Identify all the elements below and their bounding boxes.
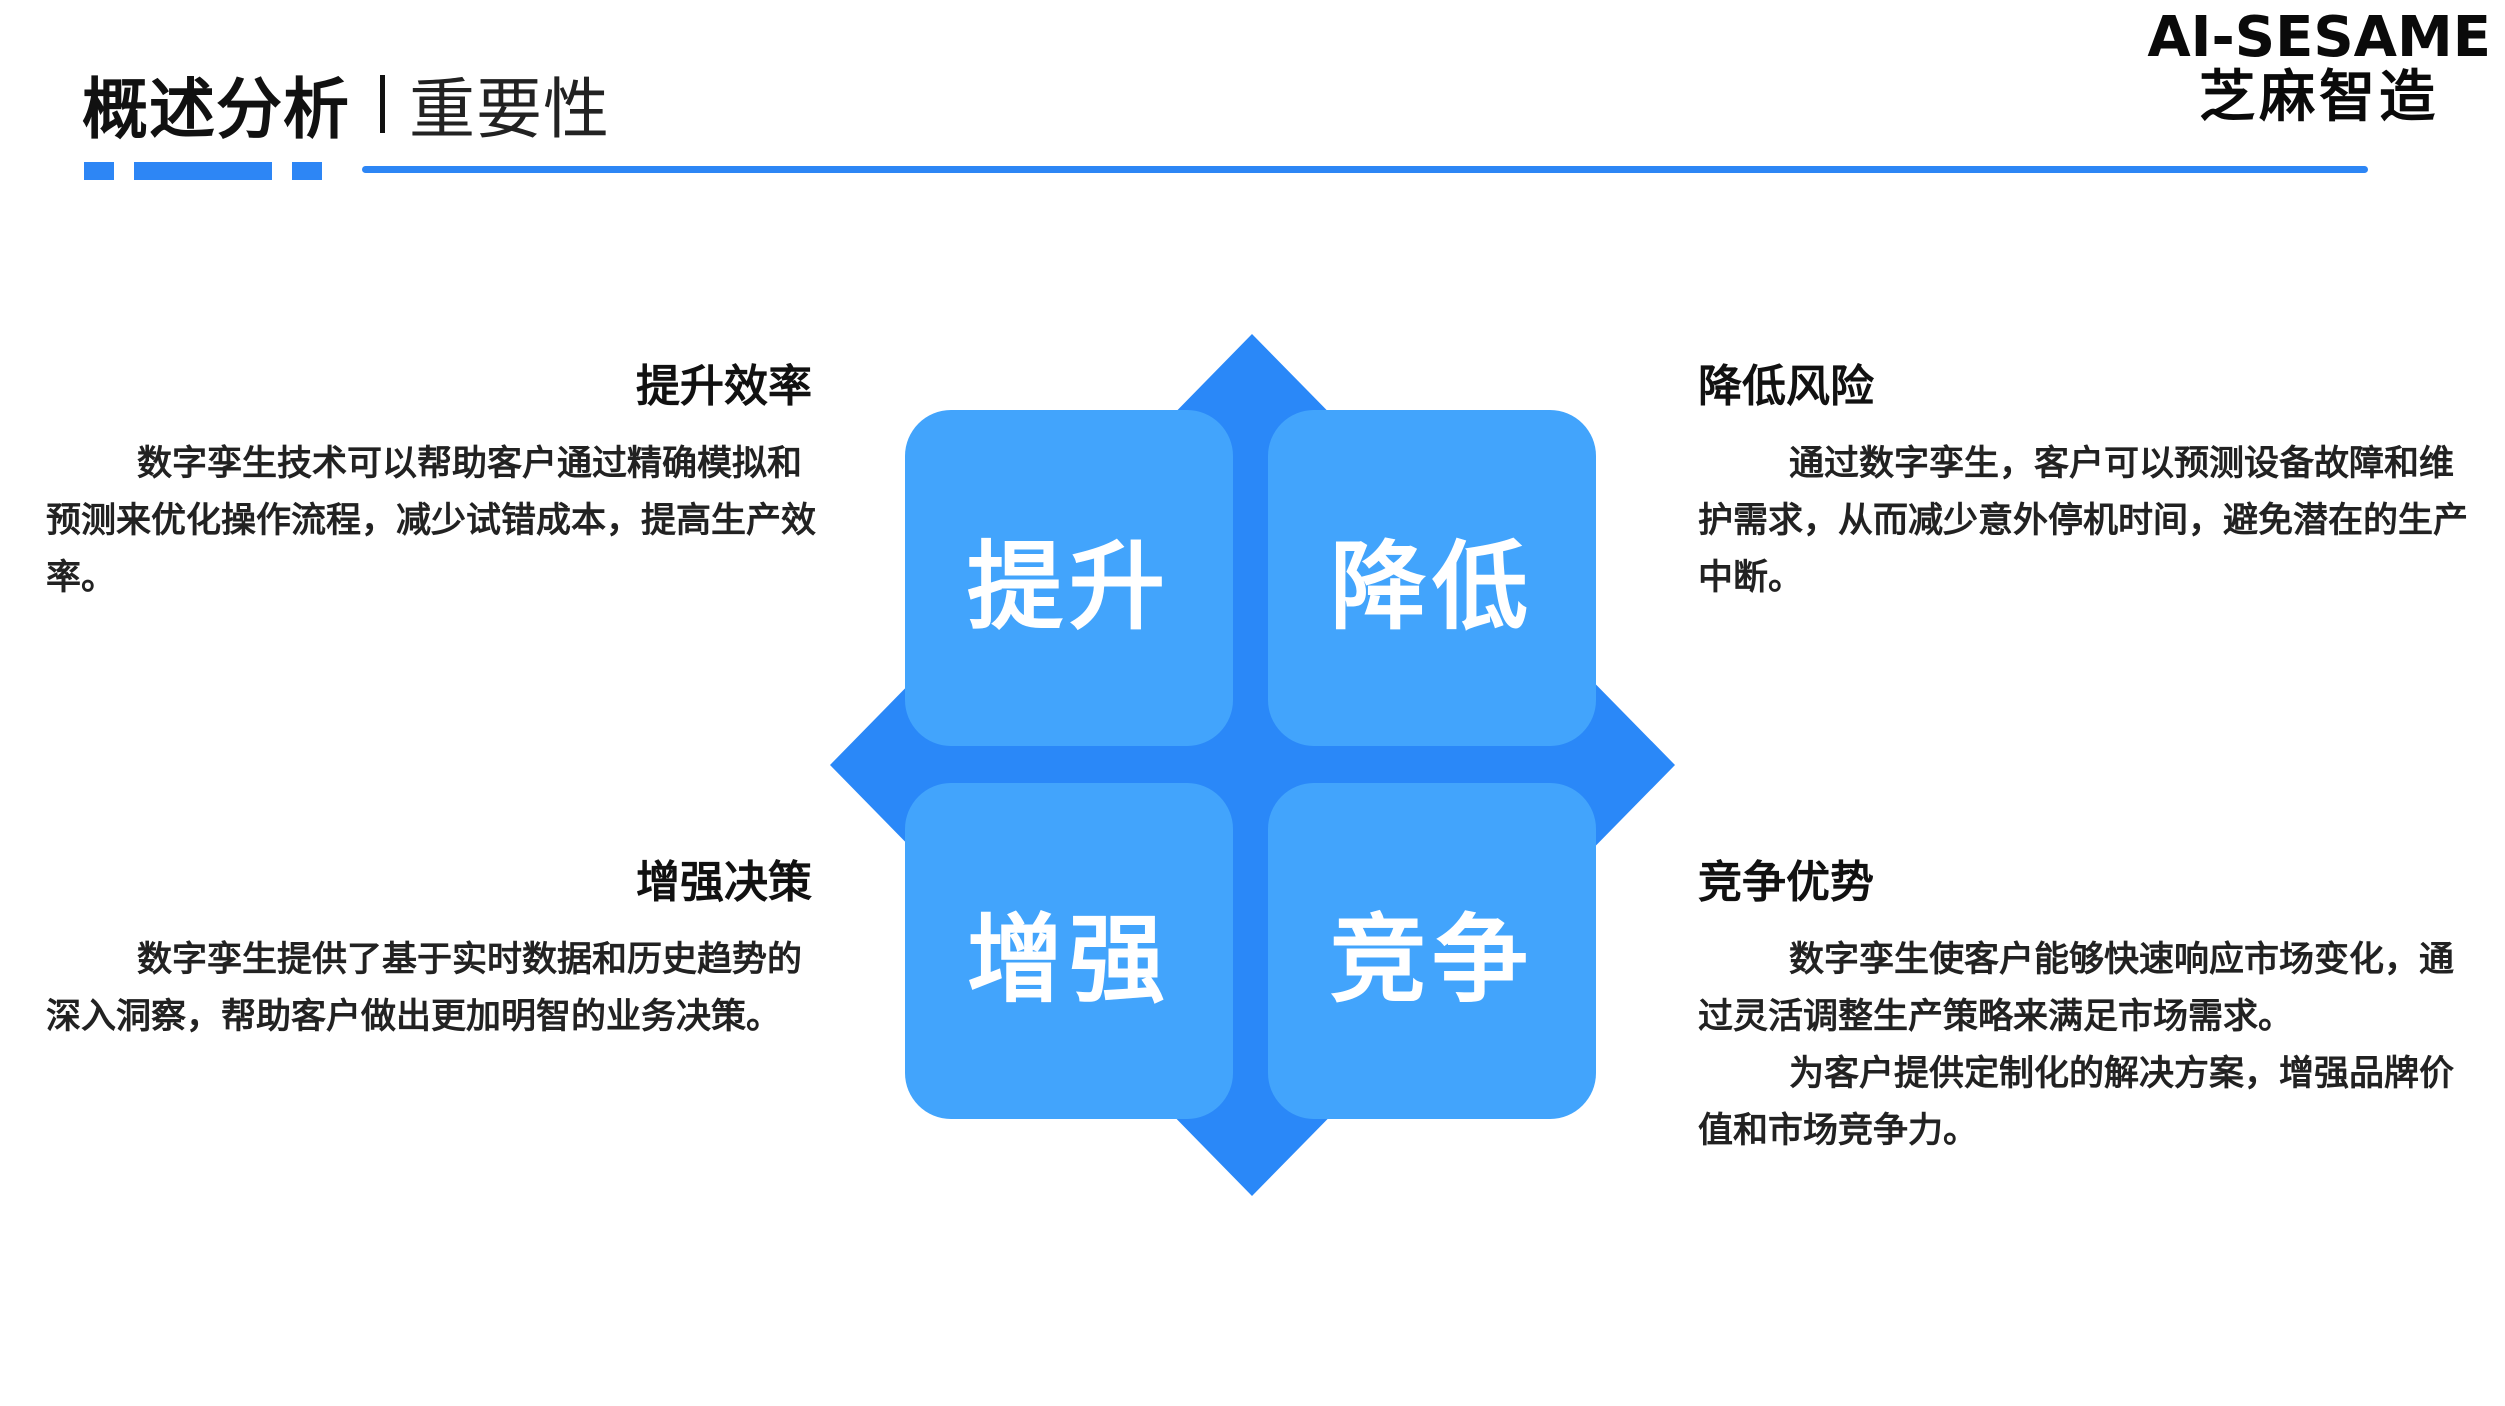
accent-dash-1 — [84, 162, 114, 180]
block-title-risk: 降低风险 — [1698, 361, 1874, 412]
accent-dash-3 — [292, 162, 322, 180]
brand-logo: AI-SESAME 芝麻智造 — [2147, 5, 2491, 131]
quadrant-label-enhance: 增强 — [967, 903, 1171, 1016]
block-title-decision: 增强决策 — [636, 857, 812, 908]
quadrant-tile-compete: 竞争 — [1268, 783, 1596, 1119]
brand-name-cn: 芝麻智造 — [2199, 65, 2440, 131]
quadrant-tile-improve: 提升 — [905, 410, 1233, 746]
accent-dash-2 — [134, 162, 272, 180]
quadrant-tile-enhance: 增强 — [905, 783, 1233, 1119]
block-title-advantage: 竞争优势 — [1698, 857, 1874, 908]
quadrant-label-reduce: 降低 — [1330, 530, 1534, 643]
block-body-efficiency: 数字孪生技术可以帮助客户通过精确模拟和预测来优化操作流程，减少试错成本，提高生产… — [46, 436, 816, 607]
title-main: 概述分析 — [82, 71, 350, 148]
title-separator — [380, 75, 385, 133]
block-body-advantage: 数字孪生使客户能够快速响应市场变化，通过灵活调整生产策略来满足市场需求。 为客户… — [1698, 932, 2468, 1160]
block-title-efficiency: 提升效率 — [636, 361, 812, 412]
quadrant-tile-reduce: 降低 — [1268, 410, 1596, 746]
paragraph: 为客户提供定制化的解决方案，增强品牌价值和市场竞争力。 — [1698, 1054, 2455, 1151]
brand-name-en: AI-SESAME — [2147, 5, 2491, 70]
paragraph: 数字孪生技术可以帮助客户通过精确模拟和预测来优化操作流程，减少试错成本，提高生产… — [46, 444, 817, 598]
quadrant-label-improve: 提升 — [967, 530, 1171, 643]
header-divider — [362, 166, 2368, 173]
page-title: 概述分析 重要性 — [82, 56, 610, 152]
title-sub: 重要性 — [409, 71, 610, 148]
block-body-decision: 数字孪生提供了基于实时数据和历史趋势的深入洞察，帮助客户做出更加明智的业务决策。 — [46, 932, 816, 1046]
quadrant-label-compete: 竞争 — [1330, 903, 1534, 1016]
block-body-risk: 通过数字孪生，客户可以预测设备故障和维护需求，从而减少意外停机时间，避免潜在的生… — [1698, 436, 2468, 607]
paragraph: 数字孪生使客户能够快速响应市场变化，通过灵活调整生产策略来满足市场需求。 — [1698, 940, 2455, 1037]
paragraph: 通过数字孪生，客户可以预测设备故障和维护需求，从而减少意外停机时间，避免潜在的生… — [1698, 444, 2469, 598]
paragraph: 数字孪生提供了基于实时数据和历史趋势的深入洞察，帮助客户做出更加明智的业务决策。 — [46, 940, 803, 1037]
